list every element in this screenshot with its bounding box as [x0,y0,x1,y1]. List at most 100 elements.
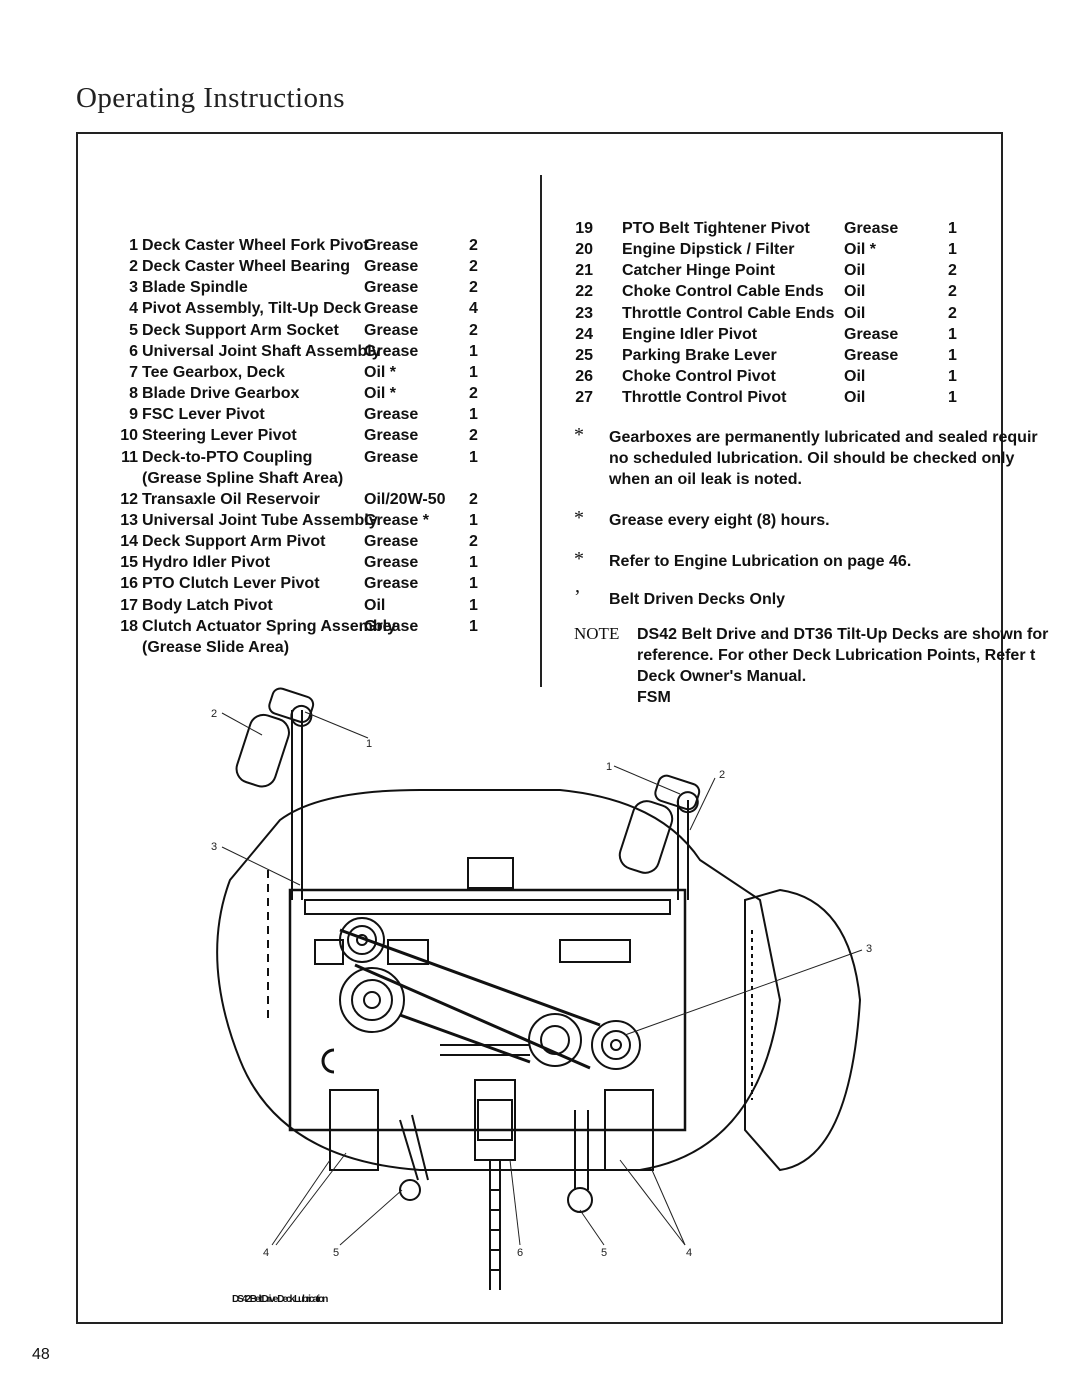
item-number: 14 [120,533,138,551]
quantity: 2 [469,385,478,403]
column-divider [540,175,542,687]
lubricant: Grease [364,448,419,466]
quantity: 1 [948,325,957,343]
quantity: 1 [469,406,478,424]
lubricant: Oil [844,368,866,386]
item-name: Body Latch Pivot [142,596,273,614]
footnote-text: when an oil leak is noted. [609,471,802,488]
item-number: 5 [129,321,138,339]
note-label: NOTE [574,624,620,643]
note-text: DS42 Belt Drive and DT36 Tilt-Up Decks a… [637,626,1049,643]
item-number: 17 [120,596,138,614]
quantity: 1 [469,342,478,360]
item-number: 11 [121,448,138,466]
quantity: 2 [469,258,478,276]
item-name: PTO Belt Tightener Pivot [622,220,810,237]
lubricant: Grease [364,300,419,318]
quantity: 1 [948,346,957,364]
lubricant: Grease [364,279,419,297]
item-name: Choke Control Pivot [622,368,776,386]
item-number: 25 [575,346,593,364]
item-name: Clutch Actuator Spring Assembly [142,617,396,635]
item-number: 8 [129,385,138,403]
quantity: 2 [469,490,478,508]
item-name: Hydro Idler Pivot [142,554,271,572]
item-number: 19 [575,220,593,237]
lubricant: Oil [364,596,386,614]
footnote-text: no scheduled lubrication. Oil should be … [609,450,1015,467]
footnote-text: Gearboxes are permanently lubricated and… [609,429,1038,446]
callout-label: 4 [263,1247,269,1259]
callout-label: 2 [719,769,725,781]
item-name: Pivot Assembly, Tilt-Up Deck [142,300,362,318]
note-text: FSM [637,689,671,706]
quantity: 1 [469,596,478,614]
item-name: Blade Spindle [142,279,248,297]
lubricant: Oil [844,262,866,280]
footnote-mark: ’ [574,586,581,608]
item-number: 10 [120,427,138,445]
item-name: Deck-to-PTO Coupling [142,448,313,466]
quantity: 1 [469,554,478,572]
item-name: Engine Dipstick / Filter [622,241,795,259]
quantity: 1 [948,368,957,386]
item-number: 1 [129,237,138,254]
quantity: 1 [469,617,478,635]
lubricant: Grease [364,342,419,360]
quantity: 1 [948,389,957,407]
item-name: Engine Idler Pivot [622,325,758,343]
lubricant: Oil [844,304,866,322]
item-name: Catcher Hinge Point [622,262,775,280]
callout-label: 2 [211,708,217,720]
quantity: 2 [469,279,478,297]
item-name: Throttle Control Pivot [622,389,787,407]
item-number: 16 [120,575,138,593]
lubricant: Grease * [364,511,429,529]
lubricant: Grease [844,220,899,237]
content-frame [76,132,1003,1324]
callout-label: 5 [333,1247,339,1259]
page-title: Operating Instructions [76,82,345,114]
lubricant: Grease [364,533,419,551]
lubricant: Grease [364,617,419,635]
callout-label: 3 [866,943,872,955]
footnote-text: Grease every eight (8) hours. [609,512,830,529]
item-number: 7 [129,363,138,381]
item-number: 4 [129,300,138,318]
callout-label: 1 [366,738,372,750]
quantity: 2 [469,321,478,339]
item-number: 26 [575,368,593,386]
footnote-mark: * [574,507,584,529]
quantity: 2 [948,262,957,280]
lubricant: Oil/20W-50 [364,490,446,508]
item-name: PTO Clutch Lever Pivot [142,575,320,593]
callout-label: 6 [517,1247,523,1259]
item-name: Deck Caster Wheel Bearing [142,258,351,276]
lubricant: Grease [364,575,419,593]
item-name: Tee Gearbox, Deck [142,363,285,381]
lubricant: Grease [364,258,419,276]
footnote-mark: * [574,424,584,446]
lubricant: Oil * [844,241,877,259]
item-name: Steering Lever Pivot [142,427,297,445]
quantity: 4 [469,300,478,318]
item-number: 18 [120,617,138,635]
item-number: 13 [120,511,138,529]
lubricant: Oil [844,283,866,301]
quantity: 1 [469,363,478,381]
item-name: Deck Support Arm Socket [142,321,339,339]
item-number: 20 [575,241,593,259]
item-number: 9 [129,406,138,424]
item-name: Blade Drive Gearbox [142,385,300,403]
item-name: (Grease Spline Shaft Area) [142,469,344,487]
lubricant: Grease [364,321,419,339]
item-number: 22 [575,283,593,301]
quantity: 1 [469,575,478,593]
quantity: 1 [469,448,478,466]
item-number: 15 [120,554,138,572]
callout-label: 3 [211,841,217,853]
lubricant: Grease [364,406,419,424]
lubricant: Oil * [364,363,397,381]
callout-label: 4 [686,1247,692,1259]
item-name: Deck Caster Wheel Fork Pivot [142,237,369,254]
